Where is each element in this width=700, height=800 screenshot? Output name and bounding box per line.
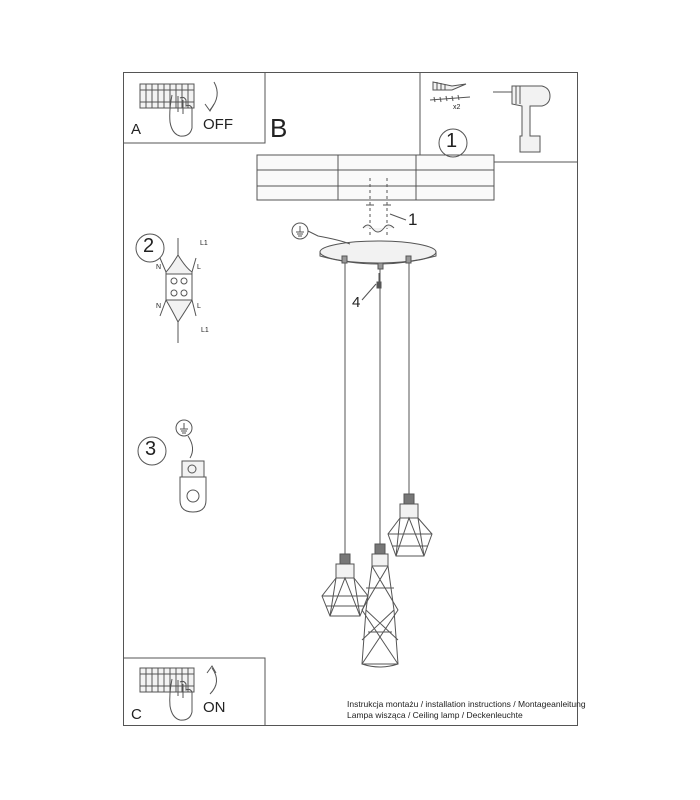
on-label: ON	[203, 699, 226, 716]
cage-shade-left	[321, 553, 369, 617]
hand-icon-a	[169, 94, 193, 137]
panel-c-box	[123, 657, 266, 726]
quantity-label: x2	[453, 104, 461, 111]
footer-line-2: Lampa wisząca / Ceiling lamp / Deckenleu…	[347, 710, 523, 720]
dowel-screw-icon	[429, 81, 471, 103]
step-circles	[135, 128, 468, 466]
ground-wire	[291, 222, 351, 245]
pendant-cords	[344, 263, 410, 554]
panel-a-box	[123, 72, 266, 144]
step-3-number: 3	[145, 438, 157, 460]
panel-b-letter: B	[270, 113, 288, 143]
wire-label-l1-bottom: L1	[201, 327, 209, 334]
cage-shade-tall	[361, 543, 399, 668]
step-1-number-tools: 1	[446, 130, 458, 152]
ceiling-structure	[256, 154, 495, 201]
fuse-box-icon-c	[139, 667, 195, 693]
wire-label-l-top: L	[197, 264, 201, 271]
panel-a-letter: A	[131, 121, 142, 138]
off-label: OFF	[203, 116, 233, 133]
panel-c-letter: C	[131, 706, 142, 723]
wire-label-n-bottom: N	[156, 303, 162, 310]
fuse-box-icon-a	[139, 83, 195, 109]
wire-label-l1-top: L1	[200, 240, 208, 247]
step-1-number-ceiling: 1	[408, 210, 418, 229]
step-4-leader	[361, 273, 382, 301]
hand-icon-c	[169, 678, 193, 721]
step-4-number: 4	[352, 294, 361, 311]
outer-frame	[123, 72, 578, 726]
drill-icon	[493, 85, 551, 153]
wire-label-n-top: N	[156, 264, 162, 271]
arrow-down-icon-a	[204, 81, 218, 112]
step-1-leader	[389, 213, 407, 221]
ground-terminal	[175, 419, 207, 513]
wire-label-l-bottom: L	[197, 303, 201, 310]
step-2-number: 2	[143, 235, 155, 257]
cage-shade-right	[387, 493, 433, 557]
wiring-diagram	[159, 238, 197, 343]
canopy	[319, 240, 437, 270]
mounting-screws	[362, 178, 395, 236]
footer-line-1: Instrukcja montażu / installation instru…	[347, 699, 586, 709]
arrow-up-icon-c	[206, 665, 217, 695]
